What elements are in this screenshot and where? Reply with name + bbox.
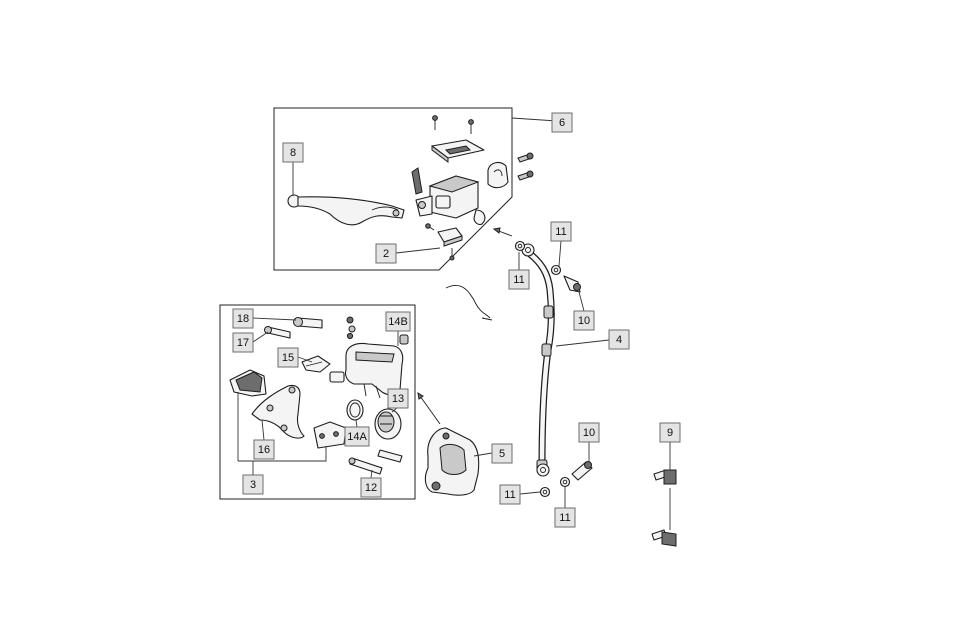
svg-text:4: 4 [616,334,622,346]
callout-16: 16 [253,439,275,460]
brake-hose [521,243,555,477]
pad-pin-12 [348,449,403,475]
svg-text:17: 17 [237,337,249,349]
svg-text:8: 8 [290,147,296,159]
piston-13 [374,408,402,440]
slide-pin-18 [293,317,323,329]
callout-8: 8 [282,142,304,163]
svg-text:11: 11 [559,512,570,524]
brake-light-switch [425,223,463,261]
svg-text:18: 18 [237,313,249,325]
svg-text:6: 6 [559,117,565,129]
svg-text:14B: 14B [388,316,408,328]
clamp-bolts [517,152,534,181]
svg-text:5: 5 [499,448,505,460]
callout-10-a: 10 [573,310,595,331]
banjo-bolts [563,275,593,481]
master-cylinder-body [411,167,486,226]
callout-3: 3 [242,474,264,495]
svg-text:12: 12 [365,482,377,494]
caliper-group [219,304,416,500]
pad-spring-15 [301,355,331,373]
callout-18: 18 [232,308,254,329]
caliper-parts-frame [219,304,416,500]
callout-9: 9 [659,422,681,443]
brake-lever [287,194,405,226]
callout-11-a: 11 [508,269,530,290]
brake-pad-right [313,421,347,449]
pin-17 [264,326,291,339]
caliper-arrow [419,395,441,425]
svg-text:16: 16 [258,444,270,456]
callout-12: 12 [360,477,382,498]
switch-wire [445,284,493,321]
svg-text:11: 11 [513,274,524,286]
callout-11-d: 11 [554,507,576,528]
assembled-caliper [424,427,480,496]
callout-17: 17 [232,332,254,353]
hose-washers [514,240,571,498]
svg-text:14A: 14A [347,431,367,443]
callout-5: 5 [491,443,513,464]
reservoir-cover [431,115,485,163]
svg-text:11: 11 [555,226,566,238]
piston-seal-14a [346,399,364,421]
svg-text:9: 9 [667,427,673,439]
callout-2: 2 [375,243,397,264]
caliper-body [329,342,404,399]
svg-text:2: 2 [383,248,389,260]
caliper-bracket-16 [251,384,305,439]
master-cylinder-group [273,107,534,271]
svg-text:11: 11 [504,489,515,501]
svg-text:15: 15 [282,352,294,364]
bleed-nipples [346,316,409,345]
mounting-bolts-9 [651,469,677,547]
callout-11-c: 11 [499,484,521,505]
brake-pad-left [229,369,267,397]
handlebar-clamp [487,161,509,189]
callout-15: 15 [277,347,299,368]
callout-10-b: 10 [578,422,600,443]
svg-text:10: 10 [583,427,595,439]
callout-6: 6 [551,112,573,133]
svg-text:13: 13 [392,393,404,405]
callout-14b: 14B [385,311,411,332]
svg-text:10: 10 [578,315,590,327]
callout-14a: 14A [344,426,370,447]
svg-text:3: 3 [250,479,256,491]
master-cylinder-frame [273,107,513,271]
callout-11-b: 11 [550,221,572,242]
leader-lines [237,117,671,530]
callout-13: 13 [387,388,409,409]
callout-4: 4 [608,329,630,350]
